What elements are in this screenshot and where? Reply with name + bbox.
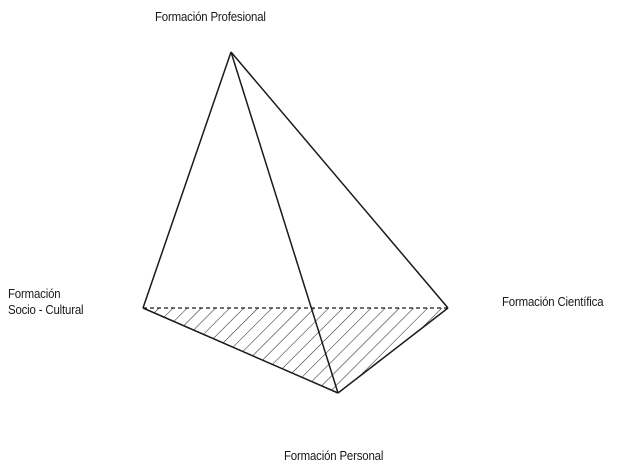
base-face-hatched [143, 308, 448, 393]
label-formacion-profesional: Formación Profesional [155, 9, 266, 24]
edge-apex-to-left [142, 51, 232, 309]
label-left-line2: Socio - Cultural [8, 302, 84, 317]
label-left-line1: Formación [8, 286, 61, 301]
label-formacion-socio-cultural: Formación Socio - Cultural [8, 286, 84, 318]
edge-apex-to-bottom [230, 51, 339, 394]
edge-left-to-bottom [142, 307, 339, 394]
label-formacion-personal: Formación Personal [284, 448, 384, 463]
edge-apex-to-right [230, 51, 449, 309]
edge-right-to-bottom [337, 307, 449, 394]
label-formacion-cientifica: Formación Científica [502, 294, 604, 309]
